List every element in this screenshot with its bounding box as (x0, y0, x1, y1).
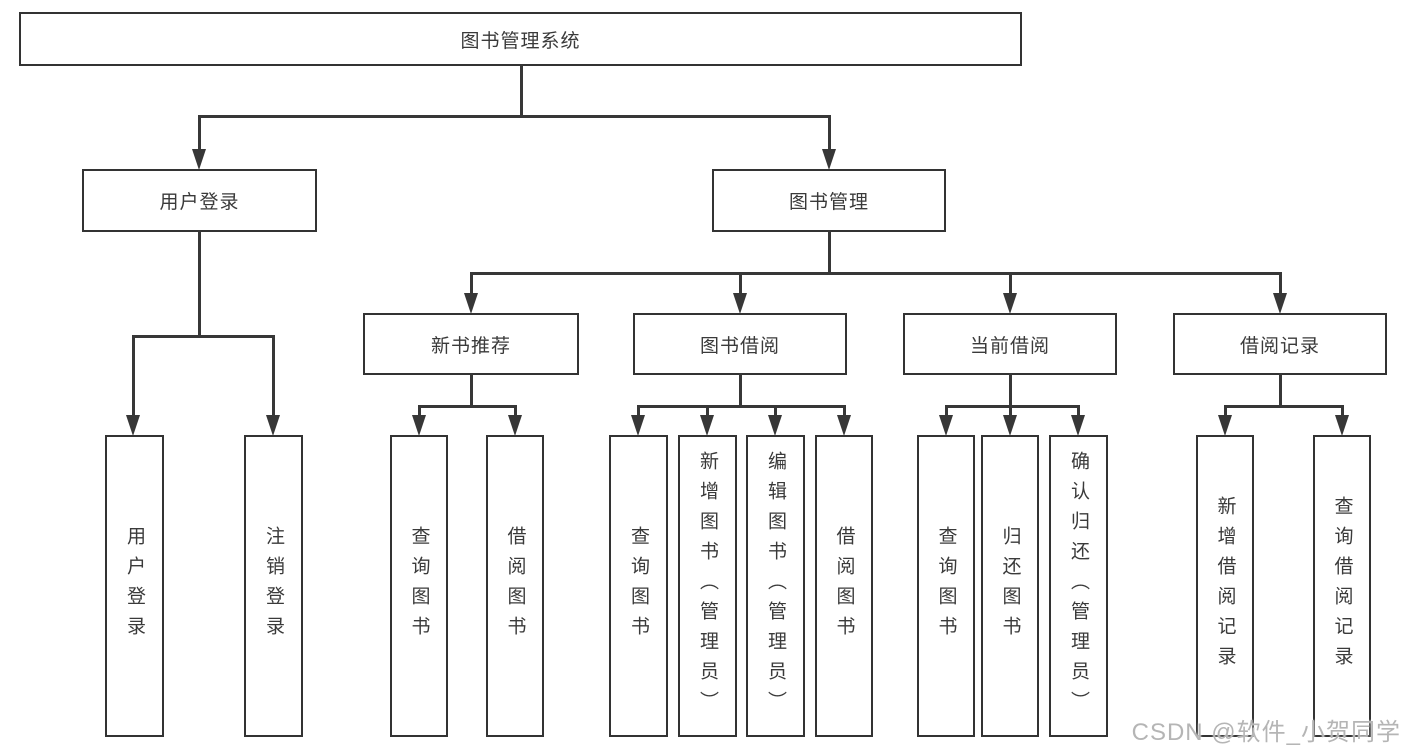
leaf-label: 借阅图书 (833, 526, 855, 646)
connector-line (1279, 373, 1282, 408)
leaf-query-books-recommendation: 查询图书 (390, 435, 448, 737)
connector-line (470, 373, 473, 408)
node-new-book-recommendation: 新书推荐 (363, 313, 579, 375)
leaf-label: 查询图书 (408, 526, 430, 646)
leaf-label: 确认归还（管理员） (1068, 451, 1089, 721)
connector-line (198, 115, 201, 151)
arrow-down-icon (733, 293, 747, 314)
leaf-query-books-current: 查询图书 (917, 435, 975, 737)
arrow-down-icon (464, 293, 478, 314)
leaf-label: 用户登录 (124, 526, 145, 646)
arrow-down-icon (939, 415, 953, 436)
connector-line (843, 405, 846, 418)
leaf-label: 新增借阅记录 (1214, 496, 1236, 676)
connector-line (1009, 373, 1012, 408)
leaf-confirm-return-admin: 确认归还（管理员） (1049, 435, 1108, 737)
leaf-edit-book-admin: 编辑图书（管理员） (746, 435, 805, 737)
arrow-down-icon (822, 149, 836, 170)
leaf-label: 查询借阅记录 (1331, 496, 1353, 676)
connector-line (418, 405, 517, 408)
connector-line (945, 405, 1080, 408)
connector-line (1224, 405, 1227, 418)
connector-line (828, 230, 831, 275)
arrow-down-icon (1335, 415, 1349, 436)
connector-line (637, 405, 846, 408)
csdn-watermark: CSDN @软件_小贺同学 (1131, 719, 1401, 746)
node-current-borrowing: 当前借阅 (903, 313, 1117, 375)
leaf-borrow-books-recommendation: 借阅图书 (486, 435, 544, 737)
node-book-borrowing: 图书借阅 (633, 313, 847, 375)
connector-line (1224, 405, 1344, 408)
connector-line (739, 272, 742, 296)
connector-line (470, 272, 1282, 275)
leaf-label: 新增图书（管理员） (697, 451, 718, 721)
arrow-down-icon (700, 415, 714, 436)
connector-line (132, 335, 275, 338)
connector-line (739, 373, 742, 408)
connector-line (1077, 405, 1080, 418)
arrow-down-icon (1003, 293, 1017, 314)
connector-line (1279, 272, 1282, 296)
leaf-add-book-admin: 新增图书（管理员） (678, 435, 737, 737)
connector-line (945, 405, 948, 418)
leaf-label: 查询图书 (935, 526, 957, 646)
connector-line (418, 405, 421, 418)
node-library-management-system: 图书管理系统 (19, 12, 1022, 66)
arrow-down-icon (412, 415, 426, 436)
leaf-user-login: 用户登录 (105, 435, 164, 737)
leaf-label: 查询图书 (628, 526, 649, 646)
leaf-label: 编辑图书（管理员） (765, 451, 786, 721)
arrow-down-icon (1273, 293, 1287, 314)
connector-line (514, 405, 517, 418)
arrow-down-icon (192, 149, 206, 170)
connector-line (706, 405, 709, 418)
leaf-query-borrow-record: 查询借阅记录 (1313, 435, 1371, 737)
arrow-down-icon (837, 415, 851, 436)
leaf-label: 借阅图书 (504, 526, 526, 646)
arrow-down-icon (1218, 415, 1232, 436)
connector-line (198, 230, 201, 338)
arrow-down-icon (508, 415, 522, 436)
connector-line (637, 405, 640, 418)
connector-line (1009, 272, 1012, 296)
node-user-login: 用户登录 (82, 169, 317, 232)
leaf-borrow-books-borrowing: 借阅图书 (815, 435, 873, 737)
arrow-down-icon (631, 415, 645, 436)
node-book-management: 图书管理 (712, 169, 946, 232)
leaf-add-borrow-record: 新增借阅记录 (1196, 435, 1254, 737)
connector-line (272, 335, 275, 417)
node-borrow-records: 借阅记录 (1173, 313, 1387, 375)
leaf-return-books: 归还图书 (981, 435, 1039, 737)
leaf-label: 注销登录 (263, 526, 284, 646)
arrow-down-icon (1071, 415, 1085, 436)
connector-line (198, 115, 831, 118)
connector-line (132, 335, 135, 417)
arrow-down-icon (1003, 415, 1017, 436)
leaf-label: 归还图书 (999, 526, 1021, 646)
arrow-down-icon (266, 415, 280, 436)
arrow-down-icon (768, 415, 782, 436)
arrow-down-icon (126, 415, 140, 436)
leaf-logout: 注销登录 (244, 435, 303, 737)
connector-line (774, 405, 777, 418)
leaf-query-books-borrowing: 查询图书 (609, 435, 668, 737)
connector-line (520, 64, 523, 118)
connector-line (1341, 405, 1344, 418)
connector-line (470, 272, 473, 296)
connector-line (1009, 405, 1012, 418)
connector-line (828, 115, 831, 151)
